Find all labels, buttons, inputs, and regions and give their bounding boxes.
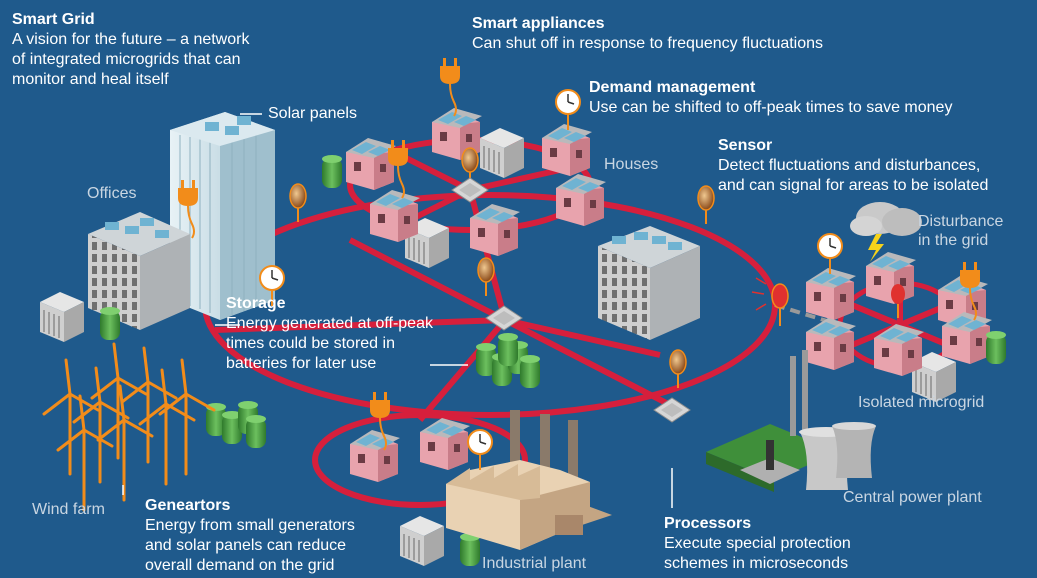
sensor-title: Sensor bbox=[718, 137, 773, 154]
smart-grid-label: Smart Grid A vision for the future – a n… bbox=[12, 10, 249, 90]
demand-management-label: Demand management Use can be shifted to … bbox=[589, 78, 952, 118]
offices-label: Offices bbox=[87, 185, 137, 202]
processors-label: Processors Execute special protection sc… bbox=[664, 514, 851, 574]
industrial-plant bbox=[446, 410, 612, 550]
sensor-red bbox=[751, 277, 789, 326]
generators-line: and solar panels can reduce bbox=[145, 537, 347, 554]
disturbance-line: in the grid bbox=[918, 232, 989, 249]
central-power-plant-label: Central power plant bbox=[843, 489, 982, 506]
isolated-microgrid-label: Isolated microgrid bbox=[858, 394, 985, 411]
storage-label: Storage Energy generated at off-peak tim… bbox=[226, 294, 433, 374]
demand-management-text: Use can be shifted to off-peak times to … bbox=[589, 99, 953, 116]
processors-title: Processors bbox=[664, 515, 752, 532]
sensor-line: and can signal for areas to be isolated bbox=[718, 177, 989, 194]
storage-line: Energy generated at off-peak bbox=[226, 315, 433, 332]
smart-appliances-text: Can shut off in response to frequency fl… bbox=[472, 35, 824, 52]
solar-panels-label: Solar panels bbox=[268, 105, 357, 122]
office-block bbox=[88, 212, 190, 330]
smart-grid-line: A vision for the future – a network bbox=[12, 31, 250, 48]
demand-management-title: Demand management bbox=[589, 79, 756, 96]
processors-line: Execute special protection bbox=[664, 535, 851, 552]
smart-grid-line: of integrated microgrids that can bbox=[12, 51, 241, 68]
generators-line: Energy from small generators bbox=[145, 517, 355, 534]
smart-grid-title: Smart Grid bbox=[12, 11, 95, 28]
houses-label: Houses bbox=[604, 156, 659, 173]
central-power-plant bbox=[706, 350, 876, 492]
leader-lines bbox=[122, 324, 673, 508]
storage-line: batteries for later use bbox=[226, 355, 377, 372]
generators-title: Geneartors bbox=[145, 497, 231, 514]
processors-line: schemes in microseconds bbox=[664, 555, 849, 572]
office-middle bbox=[598, 226, 700, 340]
smart-appliances-label: Smart appliances Can shut off in respons… bbox=[472, 14, 823, 54]
generators-label: Geneartors Energy from small generators … bbox=[145, 496, 355, 576]
sensor-line: Detect fluctuations and disturbances, bbox=[718, 157, 981, 174]
smart-grid-line: monitor and heal itself bbox=[12, 71, 169, 88]
sensor-red-2 bbox=[891, 284, 905, 318]
wind-farm-label: Wind farm bbox=[32, 501, 105, 518]
disturbance-label: Disturbance in the grid bbox=[918, 212, 1003, 250]
industrial-plant-label: Industrial plant bbox=[482, 555, 587, 572]
generators-line: overall demand on the grid bbox=[145, 557, 335, 574]
disturbance-line: Disturbance bbox=[918, 213, 1004, 230]
sensor-label: Sensor Detect fluctuations and disturban… bbox=[718, 136, 988, 196]
storage-line: times could be stored in bbox=[226, 335, 395, 352]
smart-appliances-title: Smart appliances bbox=[472, 15, 605, 32]
storage-title: Storage bbox=[226, 295, 286, 312]
storm-cloud-icon bbox=[850, 202, 922, 262]
